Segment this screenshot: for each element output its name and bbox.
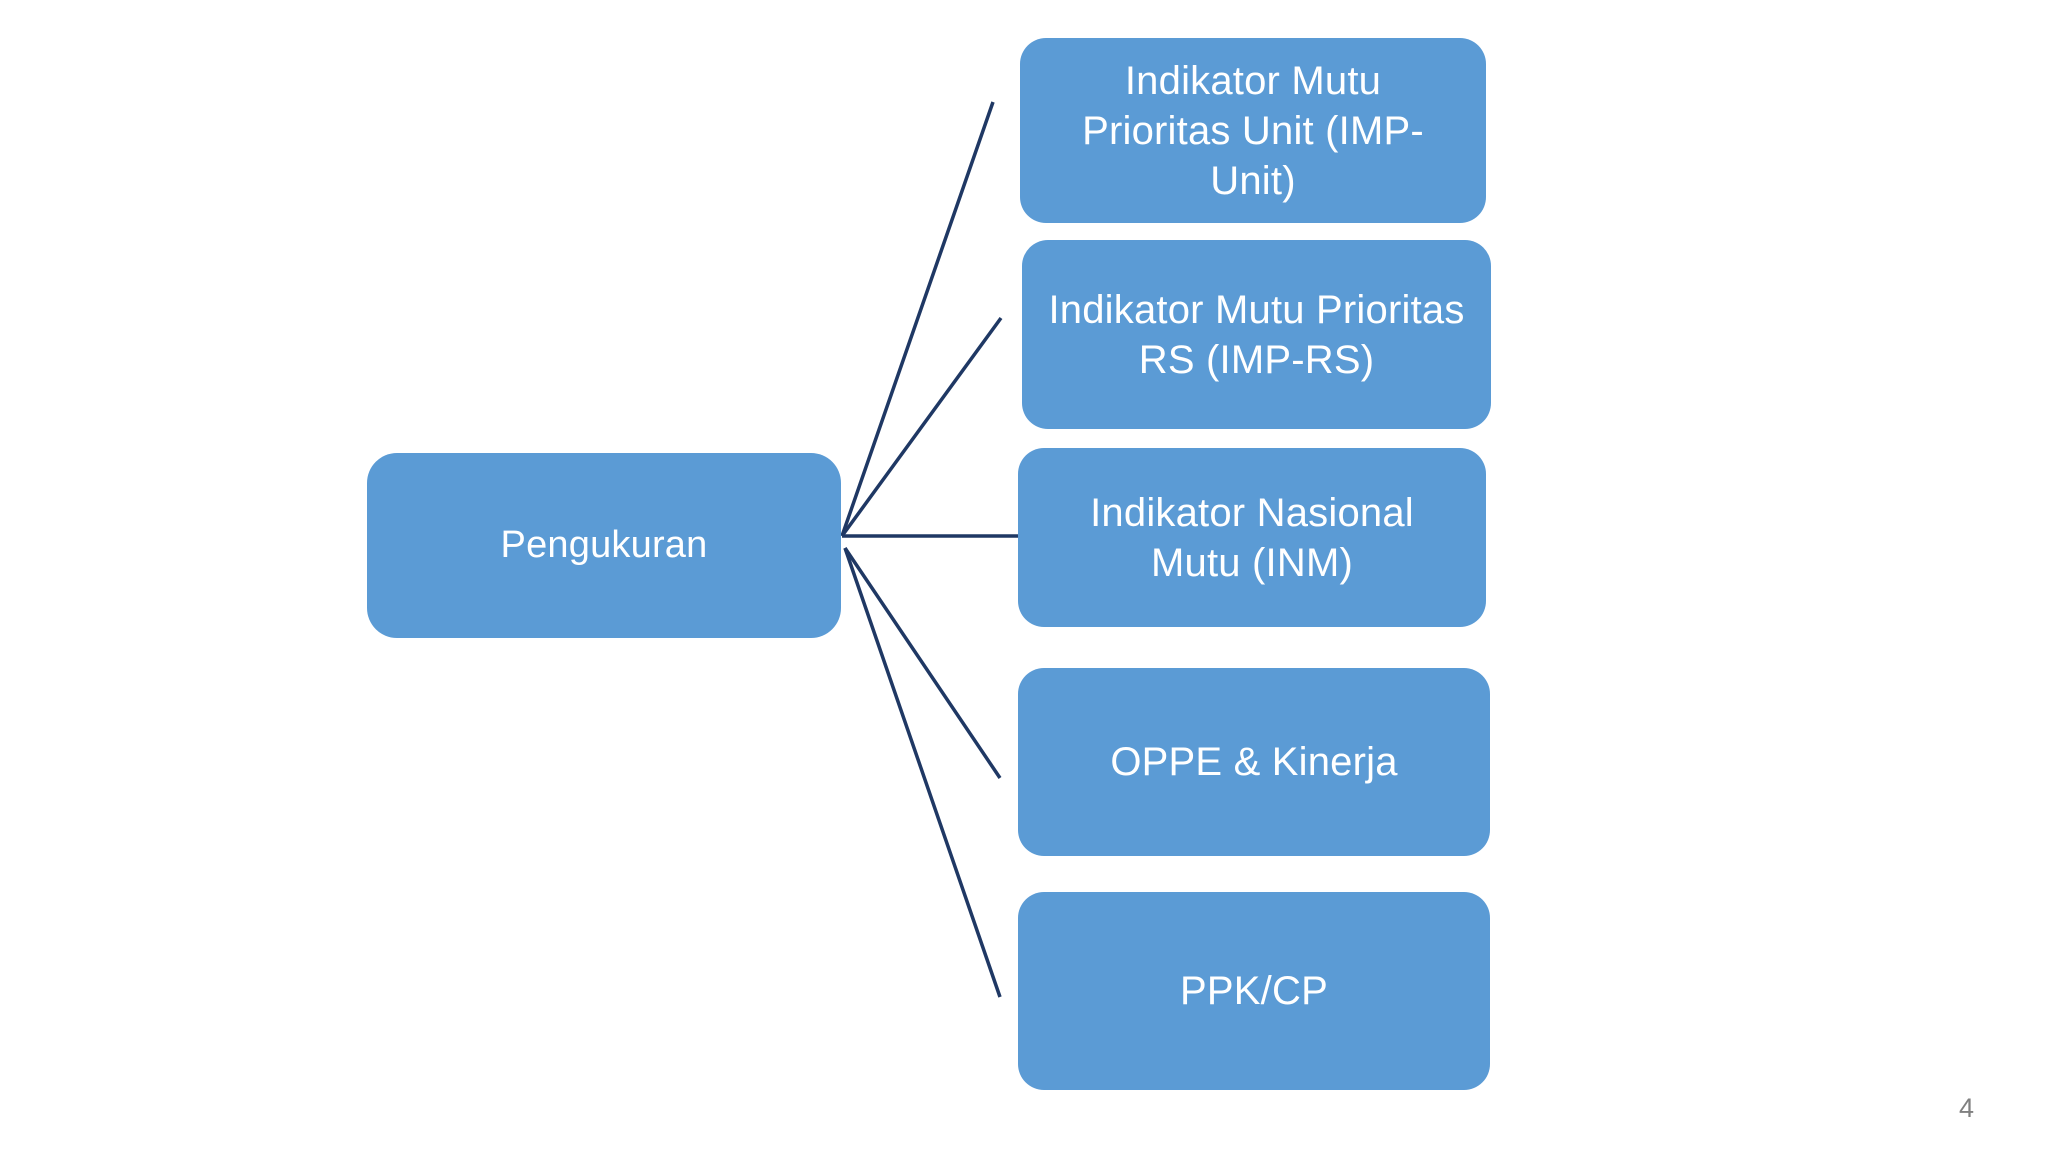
node-pengukuran-label: Pengukuran (500, 523, 708, 566)
connector-to-ppk (843, 547, 1002, 998)
node-imp-unit[interactable]: Indikator Mutu Prioritas Unit (IMP-Unit) (1020, 38, 1486, 223)
connector-to-imp-unit (840, 101, 995, 537)
connector-to-oppe (843, 547, 1002, 779)
node-ppk-cp-label: PPK/CP (1180, 969, 1328, 1013)
node-inm-label: Indikator Nasional Mutu (INM) (1090, 490, 1414, 585)
page-number: 4 (1958, 1093, 1974, 1123)
node-ppk-cp[interactable]: PPK/CP (1018, 892, 1490, 1090)
node-imp-unit-label: Indikator Mutu Prioritas Unit (IMP-Unit) (1082, 58, 1424, 203)
node-oppe-kinerja[interactable]: OPPE & Kinerja (1018, 668, 1490, 856)
node-imp-rs[interactable]: Indikator Mutu Prioritas RS (IMP-RS) (1022, 240, 1491, 429)
node-pengukuran[interactable]: Pengukuran (367, 453, 841, 638)
connector-to-imp-rs (840, 316, 1003, 538)
node-inm[interactable]: Indikator Nasional Mutu (INM) (1018, 448, 1486, 627)
node-oppe-kinerja-label: OPPE & Kinerja (1110, 740, 1398, 784)
node-imp-rs-label: Indikator Mutu Prioritas RS (IMP-RS) (1048, 287, 1465, 382)
